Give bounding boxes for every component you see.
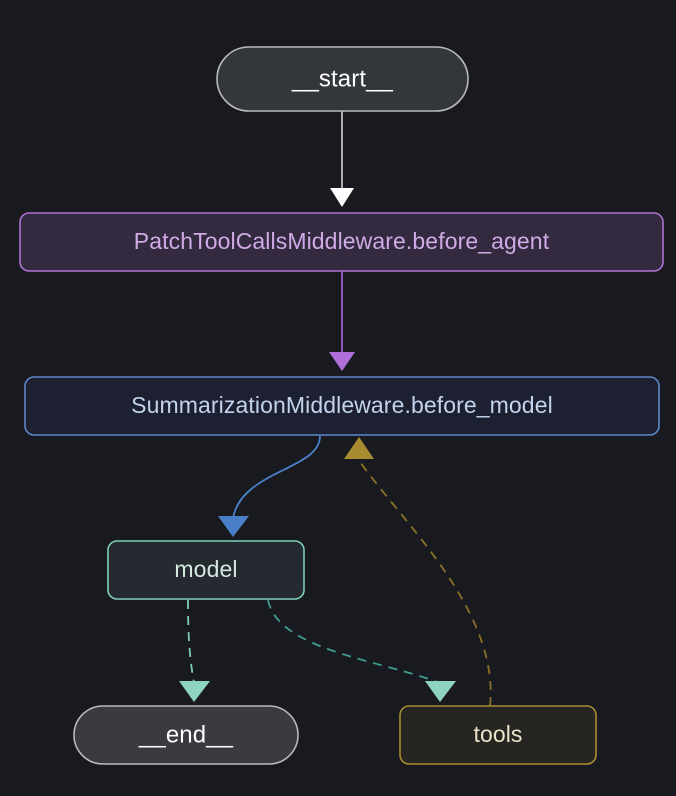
edges-layer <box>179 111 492 707</box>
edge-path <box>232 435 321 519</box>
node-tools[interactable]: tools <box>399 705 597 765</box>
node-shape-model[interactable] <box>107 540 305 600</box>
edge-patch-to-summarization <box>329 271 355 371</box>
edge-start-to-patch <box>330 111 354 207</box>
node-label-patch: PatchToolCallsMiddleware.before_agent <box>134 228 550 254</box>
edge-path <box>267 599 441 684</box>
edge-path <box>187 599 195 684</box>
edge-model-to-tools <box>267 599 456 702</box>
arrowhead <box>218 516 249 537</box>
node-start[interactable]: __start__ <box>216 46 469 112</box>
node-shape-patch[interactable] <box>19 212 664 272</box>
arrowhead <box>329 352 355 371</box>
node-label-tools: tools <box>473 721 522 747</box>
edge-tools-to-summarization <box>344 437 492 707</box>
node-label-start: __start__ <box>291 65 394 92</box>
node-shape-tools[interactable] <box>399 705 597 765</box>
node-shape-end[interactable] <box>73 705 299 765</box>
arrowhead <box>330 188 354 207</box>
node-model[interactable]: model <box>107 540 305 600</box>
edge-summarization-to-model <box>218 435 321 537</box>
arrowhead <box>179 681 210 702</box>
arrowhead <box>425 681 456 702</box>
node-patch-tool-calls-before-agent[interactable]: PatchToolCallsMiddleware.before_agent <box>19 212 664 272</box>
nodes-layer: __start__ PatchToolCallsMiddleware.befor… <box>19 46 664 765</box>
node-label-summarization: SummarizationMiddleware.before_model <box>131 392 553 418</box>
edge-path <box>357 458 492 707</box>
edge-model-to-end <box>179 599 210 702</box>
arrowhead <box>344 437 374 459</box>
node-label-model: model <box>174 556 237 582</box>
node-shape-summarization[interactable] <box>24 376 660 436</box>
node-label-end: __end__ <box>138 721 234 748</box>
node-summarization-before-model[interactable]: SummarizationMiddleware.before_model <box>24 376 660 436</box>
node-shape-start[interactable] <box>216 46 469 112</box>
node-end[interactable]: __end__ <box>73 705 299 765</box>
